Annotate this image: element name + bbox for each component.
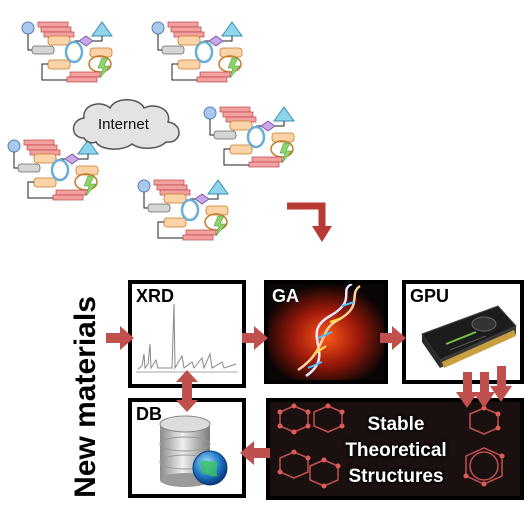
structures-line-3: Structures: [348, 466, 444, 487]
network-to-pipeline-arrow: [287, 202, 332, 242]
db-label: DB: [136, 404, 162, 424]
xrd-panel: XRD: [128, 280, 246, 388]
side-title: New materials: [66, 292, 106, 502]
structures-line-2: Theoretical: [345, 440, 447, 461]
crystal-lattice-image: [277, 403, 505, 489]
cloud-icon: [72, 99, 180, 150]
dna-helix-icon: [268, 284, 384, 380]
side-title-text: New materials: [69, 296, 102, 498]
workflow-diagram-icon: [202, 105, 296, 169]
structures-panel: Stable Theoretical Structures: [266, 398, 524, 500]
gpu-card-icon: [421, 305, 517, 368]
globe-icon: [192, 450, 228, 486]
xrd-label: XRD: [136, 286, 175, 306]
workflow-diagram-icon: [6, 138, 100, 202]
structures-line-1: Stable: [367, 414, 425, 435]
workflow-diagram-icon: [20, 20, 114, 84]
workflow-diagram-icon: [150, 20, 244, 84]
ga-panel: GA: [264, 280, 388, 384]
workflow-diagram-icon: [136, 178, 230, 242]
gpu-panel: GPU: [402, 280, 524, 384]
gpu-label: GPU: [410, 286, 450, 306]
cloud-label: Internet: [98, 116, 149, 133]
ga-label: GA: [272, 286, 299, 306]
db-panel: DB: [128, 398, 246, 498]
